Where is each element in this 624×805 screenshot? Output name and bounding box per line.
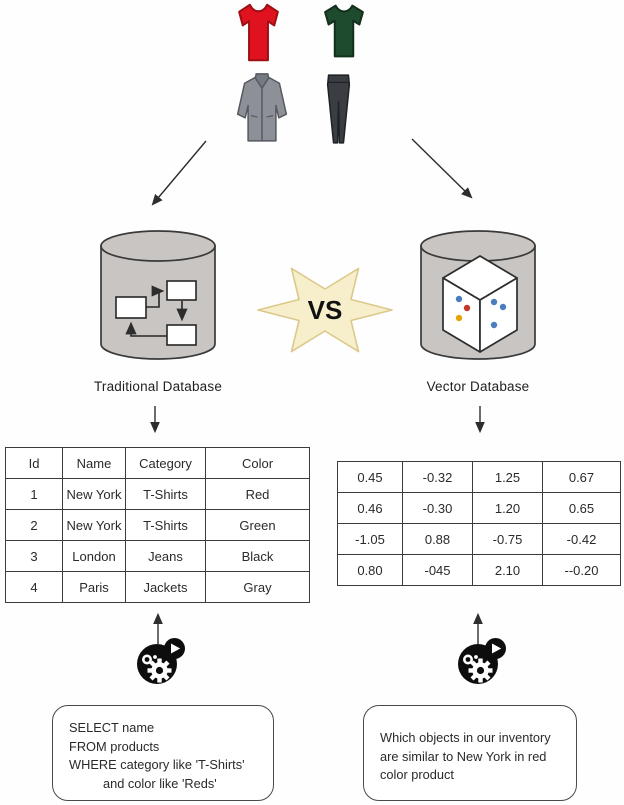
vector-point <box>490 321 498 329</box>
traditional-db-label: Traditional Database <box>93 379 223 394</box>
table-row: 0.80 -045 2.10 --0.20 <box>337 554 621 586</box>
vector-db-label: Vector Database <box>426 379 530 394</box>
table-cell: New York <box>62 478 126 510</box>
vector-point <box>463 304 471 312</box>
table-cell: Paris <box>62 571 126 603</box>
table-cell: T-Shirts <box>125 509 206 541</box>
table-row: 3 London Jeans Black <box>5 540 310 572</box>
column-header: Category <box>125 447 206 479</box>
table-cell: Black <box>205 540 310 572</box>
table-cell: Red <box>205 478 310 510</box>
table-row: 0.45 -0.32 1.25 0.67 <box>337 461 621 493</box>
vector-point <box>455 295 463 303</box>
table-cell: 0.67 <box>542 461 621 493</box>
sql-query-box: SELECT name FROM products WHERE category… <box>52 705 274 801</box>
cube-with-points-icon <box>442 255 518 353</box>
table-cell: 0.80 <box>337 554 403 586</box>
sql-query-line: SELECT name <box>69 720 155 735</box>
vector-point <box>490 298 498 306</box>
table-cell: 2.10 <box>472 554 543 586</box>
versus-label: VS <box>308 295 343 325</box>
table-cell: London <box>62 540 126 572</box>
sql-query-line: WHERE category like 'T-Shirts' <box>69 757 245 772</box>
column-header: Color <box>205 447 310 479</box>
table-row: -1.05 0.88 -0.75 -0.42 <box>337 523 621 555</box>
table-cell: -0.30 <box>402 492 473 524</box>
table-cell: 0.46 <box>337 492 403 524</box>
natural-language-query-box: Which objects in our inventory are simil… <box>363 705 577 801</box>
table-cell: Jackets <box>125 571 206 603</box>
table-header-row: Id Name Category Color <box>5 447 310 479</box>
table-cell: 4 <box>5 571 63 603</box>
black-pants-icon <box>328 75 350 143</box>
table-cell: New York <box>62 509 126 541</box>
red-tshirt-icon <box>239 5 278 60</box>
table-cell: T-Shirts <box>125 478 206 510</box>
traditional-table: Id Name Category Color 1 New York T-Shir… <box>5 447 310 603</box>
table-cell: 1.25 <box>472 461 543 493</box>
table-row: 4 Paris Jackets Gray <box>5 571 310 603</box>
vector-point <box>499 303 507 311</box>
table-cell: 0.45 <box>337 461 403 493</box>
arrow-clothes-to-vector <box>411 138 473 199</box>
table-cell: -0.75 <box>472 523 543 555</box>
table-cell: Gray <box>205 571 310 603</box>
vector-point <box>455 314 463 322</box>
vector-db-cylinder <box>420 230 536 360</box>
table-cell: 1.20 <box>472 492 543 524</box>
table-cell: 0.65 <box>542 492 621 524</box>
vector-table: 0.45 -0.32 1.25 0.67 0.46 -0.30 1.20 0.6… <box>337 461 621 586</box>
table-cell: -1.05 <box>337 523 403 555</box>
table-cell: --0.20 <box>542 554 621 586</box>
gear-play-icon <box>137 638 185 684</box>
flowchart-icon <box>115 280 197 346</box>
nl-query-line: Which objects in our inventory <box>380 730 551 745</box>
gray-jacket-icon <box>238 74 287 141</box>
table-cell: Green <box>205 509 310 541</box>
column-header: Name <box>62 447 126 479</box>
table-cell: -0.42 <box>542 523 621 555</box>
table-cell: Jeans <box>125 540 206 572</box>
nl-query-line: color product <box>380 767 454 782</box>
traditional-db-cylinder <box>100 230 216 360</box>
sql-query-line: FROM products <box>69 738 160 754</box>
table-cell: -045 <box>402 554 473 586</box>
nl-query-line: are similar to New York in red <box>380 748 547 764</box>
table-row: 1 New York T-Shirts Red <box>5 478 310 510</box>
gear-play-icon <box>458 638 506 684</box>
table-row: 0.46 -0.30 1.20 0.65 <box>337 492 621 524</box>
table-cell: 0.88 <box>402 523 473 555</box>
table-row: 2 New York T-Shirts Green <box>5 509 310 541</box>
table-cell: 3 <box>5 540 63 572</box>
table-cell: -0.32 <box>402 461 473 493</box>
green-tshirt-icon <box>325 6 363 57</box>
arrow-clothes-to-traditional <box>151 140 207 206</box>
table-cell: 2 <box>5 509 63 541</box>
table-cell: 1 <box>5 478 63 510</box>
sql-query-line: and color like 'Reds' <box>103 775 217 791</box>
column-header: Id <box>5 447 63 479</box>
starburst-badge: VS <box>257 267 393 353</box>
